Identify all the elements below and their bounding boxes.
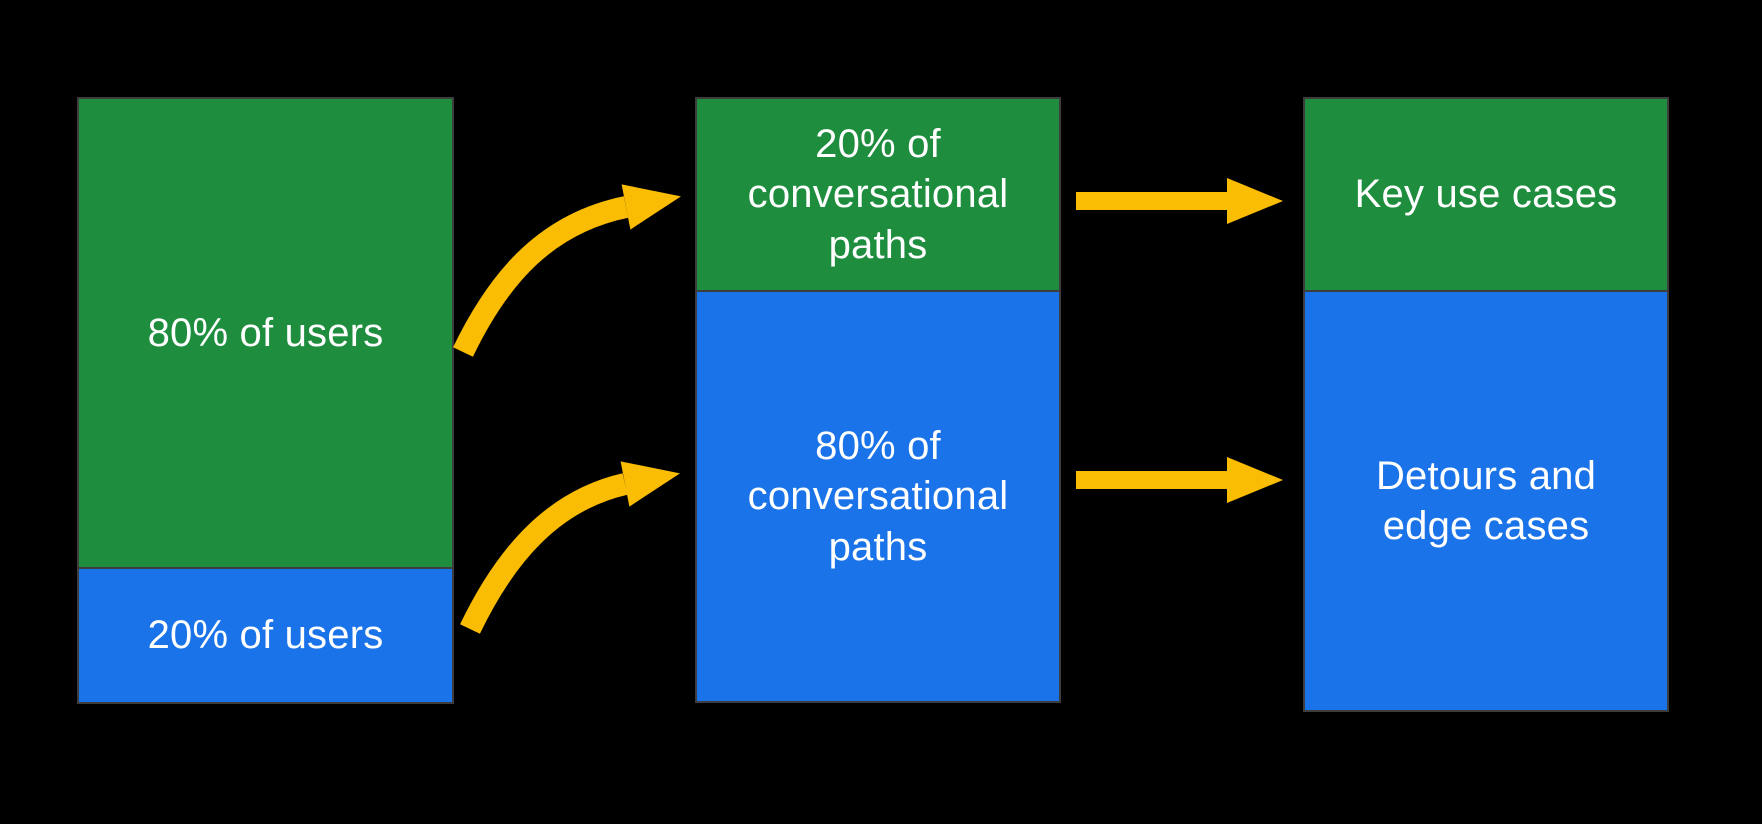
segment-paths-80pct-label: 80% of conversational paths (747, 423, 1009, 569)
column-conversational-paths: 20% of conversational paths 80% of conve… (695, 97, 1061, 703)
curved-arrow-top-shaft (453, 196, 629, 357)
straight-arrow-bottom-head-icon (1227, 457, 1283, 503)
segment-detours-edge-cases: Detours and edge cases (1305, 292, 1667, 710)
straight-arrow-paths-bottom-to-detours (1076, 457, 1283, 503)
straight-arrow-paths-top-to-key-use-cases (1076, 178, 1283, 224)
segment-users-80pct: 80% of users (79, 99, 452, 569)
curved-arrow-users-top-to-paths-top (453, 184, 681, 357)
curved-arrow-users-bottom-to-paths-bottom (460, 461, 680, 634)
segment-users-80pct-label: 80% of users (147, 310, 384, 355)
column-users: 80% of users 20% of users (77, 97, 454, 704)
straight-arrow-top-shaft (1076, 192, 1227, 210)
curved-arrow-bottom-head-icon (620, 461, 680, 507)
segment-paths-20pct: 20% of conversational paths (697, 99, 1059, 292)
segment-key-use-cases-label: Key use cases (1354, 172, 1618, 217)
straight-arrow-top-head-icon (1227, 178, 1283, 224)
segment-users-20pct: 20% of users (79, 569, 452, 702)
segment-users-20pct-label: 20% of users (147, 613, 384, 658)
curved-arrow-bottom-shaft (460, 473, 628, 634)
segment-key-use-cases: Key use cases (1305, 99, 1667, 292)
segment-paths-20pct-label: 20% of conversational paths (747, 121, 1009, 267)
segment-paths-80pct: 80% of conversational paths (697, 292, 1059, 701)
column-use-cases: Key use cases Detours and edge cases (1303, 97, 1669, 712)
segment-detours-edge-cases-label: Detours and edge cases (1375, 453, 1597, 548)
straight-arrow-bottom-shaft (1076, 471, 1227, 489)
curved-arrow-top-head-icon (621, 184, 681, 230)
